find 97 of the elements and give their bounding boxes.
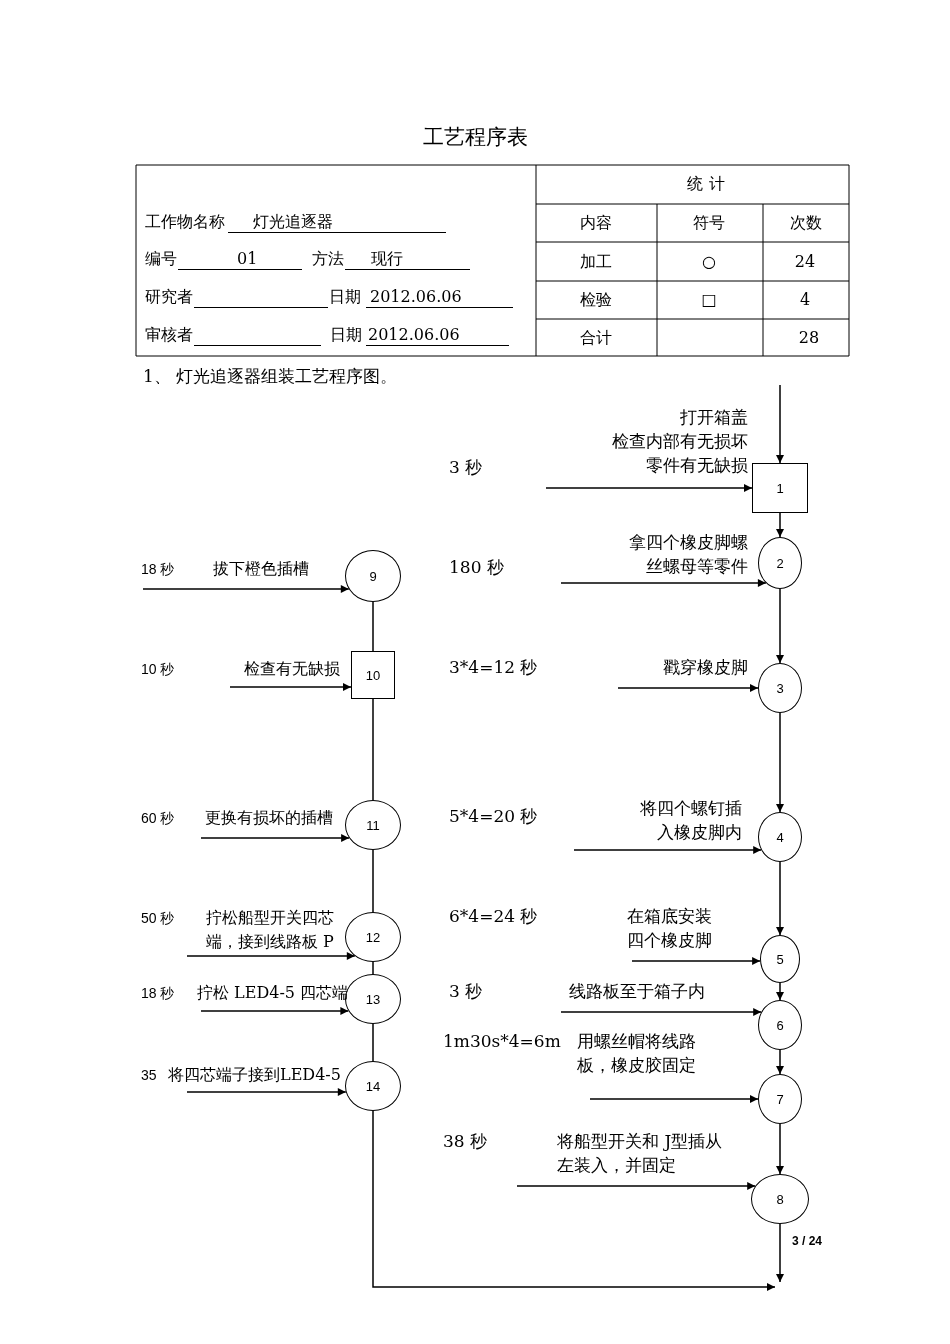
step-description: 检查有无缺损 [244, 658, 340, 680]
step-description: 检查内部有无损坏零件有无缺损 [611, 430, 748, 477]
page-number: 3 / 24 [792, 1233, 823, 1249]
duration-label: 6*4=24 秒 [449, 905, 538, 927]
arrow [776, 861, 784, 936]
fill-in-line: 灯光追逐器 [228, 212, 446, 233]
arrow [573, 846, 762, 854]
arrow [776, 1223, 784, 1283]
column-header: 次数 [790, 213, 822, 233]
operation-circle: 2 [758, 537, 802, 589]
arrow [545, 484, 753, 492]
fill-in-line: 01 [178, 249, 302, 270]
step-description: 用螺丝帽将线路板，橡皮胶固定 [577, 1030, 697, 1077]
operation-circle: 4 [758, 812, 802, 862]
arrow [186, 1088, 347, 1096]
arrow [560, 579, 767, 587]
fill-in-line: 2012.06.06 [366, 325, 509, 346]
step-description: 拿四个橡皮脚螺丝螺母等零件 [628, 531, 748, 578]
arrow [372, 1110, 776, 1291]
duration-label: 180 秒 [449, 556, 504, 578]
step-description: 拔下橙色插槽 [213, 558, 309, 580]
field-label: 研究者 [145, 287, 193, 307]
operation-circle: 7 [758, 1074, 802, 1124]
arrow [776, 982, 784, 1001]
duration-label: 5*4=20 秒 [449, 805, 538, 827]
step-description: 将四个螺钉插入橡皮脚内 [639, 797, 742, 844]
arrow [200, 834, 350, 842]
arrow [776, 384, 784, 464]
inspection-square: 1 [752, 463, 808, 513]
field-label: 工作物名称 [145, 212, 225, 232]
field-label: 审核者 [145, 325, 193, 345]
row-label: 加工 [580, 252, 612, 272]
arrow [776, 712, 784, 813]
duration-label: 3*4=12 秒 [449, 656, 538, 678]
step-description: 将船型开关和 J型插从左装入，并固定 [557, 1130, 724, 1177]
step-description: 将四芯端子接到LED4-5 [168, 1064, 341, 1086]
arrow [560, 1008, 762, 1016]
row-label: 合计 [580, 328, 612, 348]
operation-circle: 3 [758, 663, 802, 713]
arrow [776, 588, 784, 664]
duration-label: 3 秒 [449, 980, 483, 1002]
arrow [142, 585, 350, 593]
duration-label: 10 秒 [141, 660, 175, 678]
step-description: 打开箱盖 [680, 406, 748, 429]
step-description: 在箱底安装四个橡皮脚 [627, 905, 713, 952]
process-symbol: □ [701, 290, 717, 310]
duration-label: 38 秒 [443, 1130, 488, 1152]
arrow [229, 683, 352, 691]
operation-circle: 12 [345, 912, 401, 962]
operation-circle: 14 [345, 1061, 401, 1111]
arrow [776, 1049, 784, 1075]
arrow [186, 952, 356, 960]
fill-in-line: 现行 [345, 249, 470, 270]
step-description: 更换有损坏的插槽 [205, 807, 333, 829]
connector-line [372, 1023, 374, 1062]
column-header: 符号 [693, 213, 725, 233]
operation-circle: 11 [345, 800, 401, 850]
column-header: 内容 [580, 213, 612, 233]
duration-label: 60 秒 [141, 809, 175, 827]
step-description: 线路板至于箱子内 [569, 980, 705, 1003]
duration-label: 3 秒 [449, 456, 483, 478]
field-label: 日期 [329, 287, 361, 307]
row-label: 检验 [580, 290, 612, 310]
connector-line [372, 849, 374, 913]
connector-line [372, 601, 374, 652]
duration-label: 1m30s*4=6m [443, 1030, 561, 1052]
page-title: 工艺程序表 [422, 124, 528, 150]
operation-circle: 5 [760, 935, 800, 983]
arrow [617, 684, 759, 692]
arrow [776, 512, 784, 538]
field-label: 编号 [145, 249, 177, 269]
operation-circle: 6 [758, 1000, 802, 1050]
step-description: 戳穿橡皮脚 [663, 656, 748, 679]
count-value: 24 [794, 252, 816, 272]
connector-line [372, 961, 374, 975]
field-label: 方法 [312, 249, 344, 269]
field-label: 日期 [330, 325, 362, 345]
step-description: 拧松船型开关四芯端，接到线路板 P [206, 907, 335, 953]
duration-label: 50 秒 [141, 909, 175, 927]
arrow [631, 957, 761, 965]
arrow [776, 1123, 784, 1175]
operation-circle: 8 [751, 1174, 809, 1224]
operation-circle: 9 [345, 550, 401, 602]
table-header: 统 计 [687, 174, 725, 194]
count-value: 4 [799, 290, 811, 310]
arrow [589, 1095, 759, 1103]
duration-label: 18 秒 [141, 560, 175, 578]
count-value: 28 [798, 328, 820, 348]
duration-label: 35 [141, 1066, 157, 1084]
duration-label: 18 秒 [141, 984, 175, 1002]
section-heading: 1、 灯光追逐器组装工艺程序图。 [143, 365, 398, 387]
arrow [200, 1007, 350, 1015]
process-symbol: ○ [702, 252, 716, 272]
inspection-square: 10 [351, 651, 395, 699]
fill-in-line: 2012.06.06 [366, 287, 513, 308]
connector-line [372, 698, 374, 801]
arrow [516, 1182, 756, 1190]
